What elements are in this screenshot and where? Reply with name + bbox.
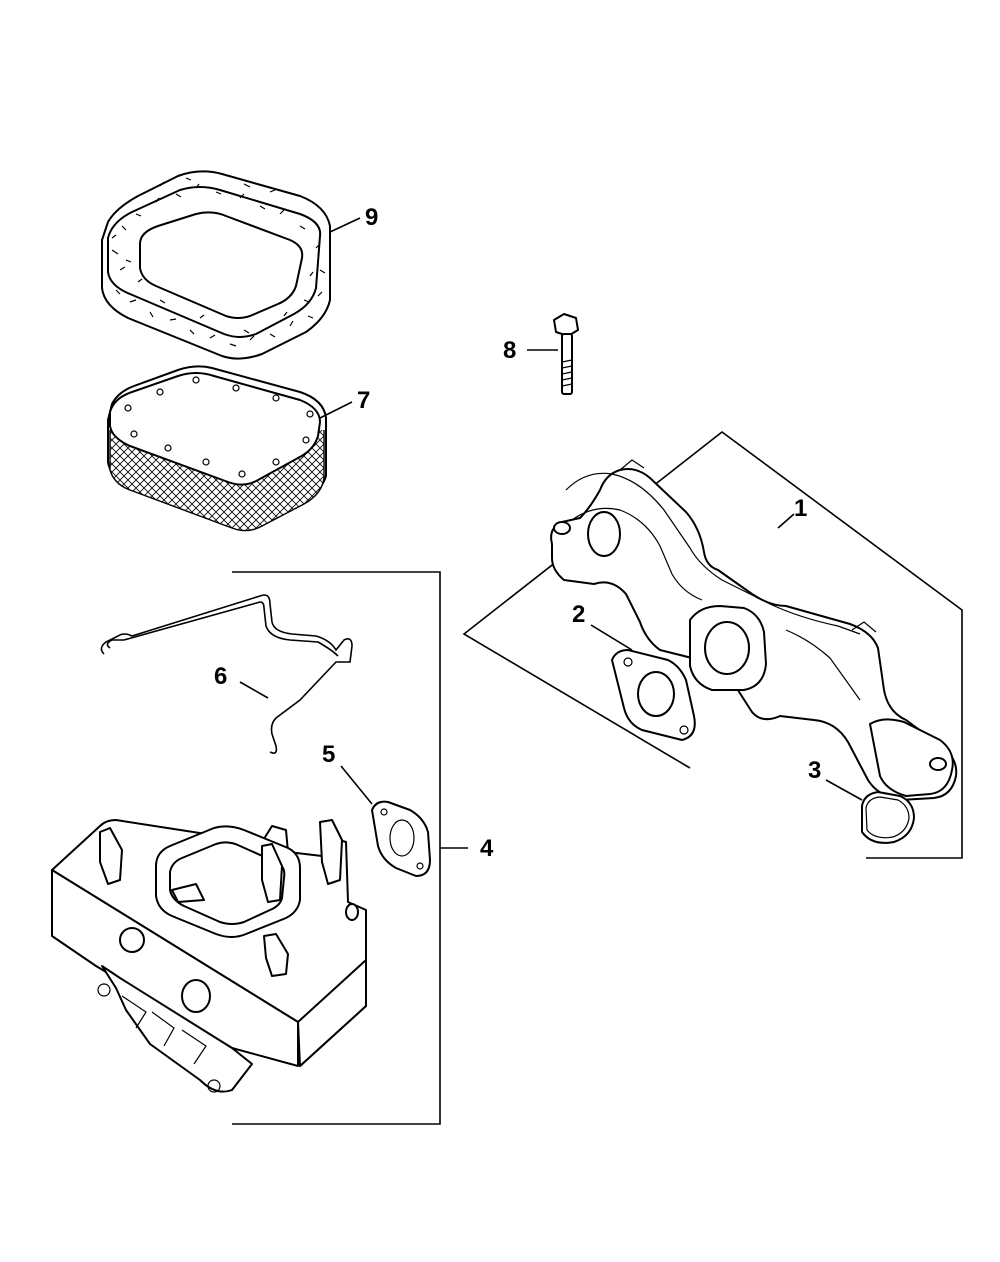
- air-cleaner-base[interactable]: [51, 819, 367, 1093]
- part-3-o-ring[interactable]: 3: [808, 757, 915, 844]
- part-7-air-filter[interactable]: 7: [107, 365, 370, 532]
- callout-1: 1: [794, 495, 807, 522]
- part-9-precleaner[interactable]: 9: [101, 170, 378, 360]
- bracket-group-4: 4: [232, 571, 494, 1125]
- callout-5: 5: [322, 741, 335, 768]
- part-8-bolt[interactable]: 8: [503, 313, 579, 395]
- callout-3: 3: [808, 757, 821, 784]
- callout-6: 6: [214, 663, 227, 690]
- callout-7: 7: [357, 387, 370, 414]
- bracket-group-1: [462, 430, 963, 859]
- part-5-gasket[interactable]: 5: [322, 741, 431, 877]
- part-6-wire-clip[interactable]: 6: [100, 594, 353, 754]
- callout-2: 2: [572, 601, 585, 628]
- part-2-gasket[interactable]: 2: [572, 601, 696, 741]
- callout-8: 8: [503, 337, 516, 364]
- callout-9: 9: [365, 204, 378, 231]
- callout-4: 4: [480, 835, 494, 862]
- part-1-intake-manifold[interactable]: 1: [550, 459, 958, 801]
